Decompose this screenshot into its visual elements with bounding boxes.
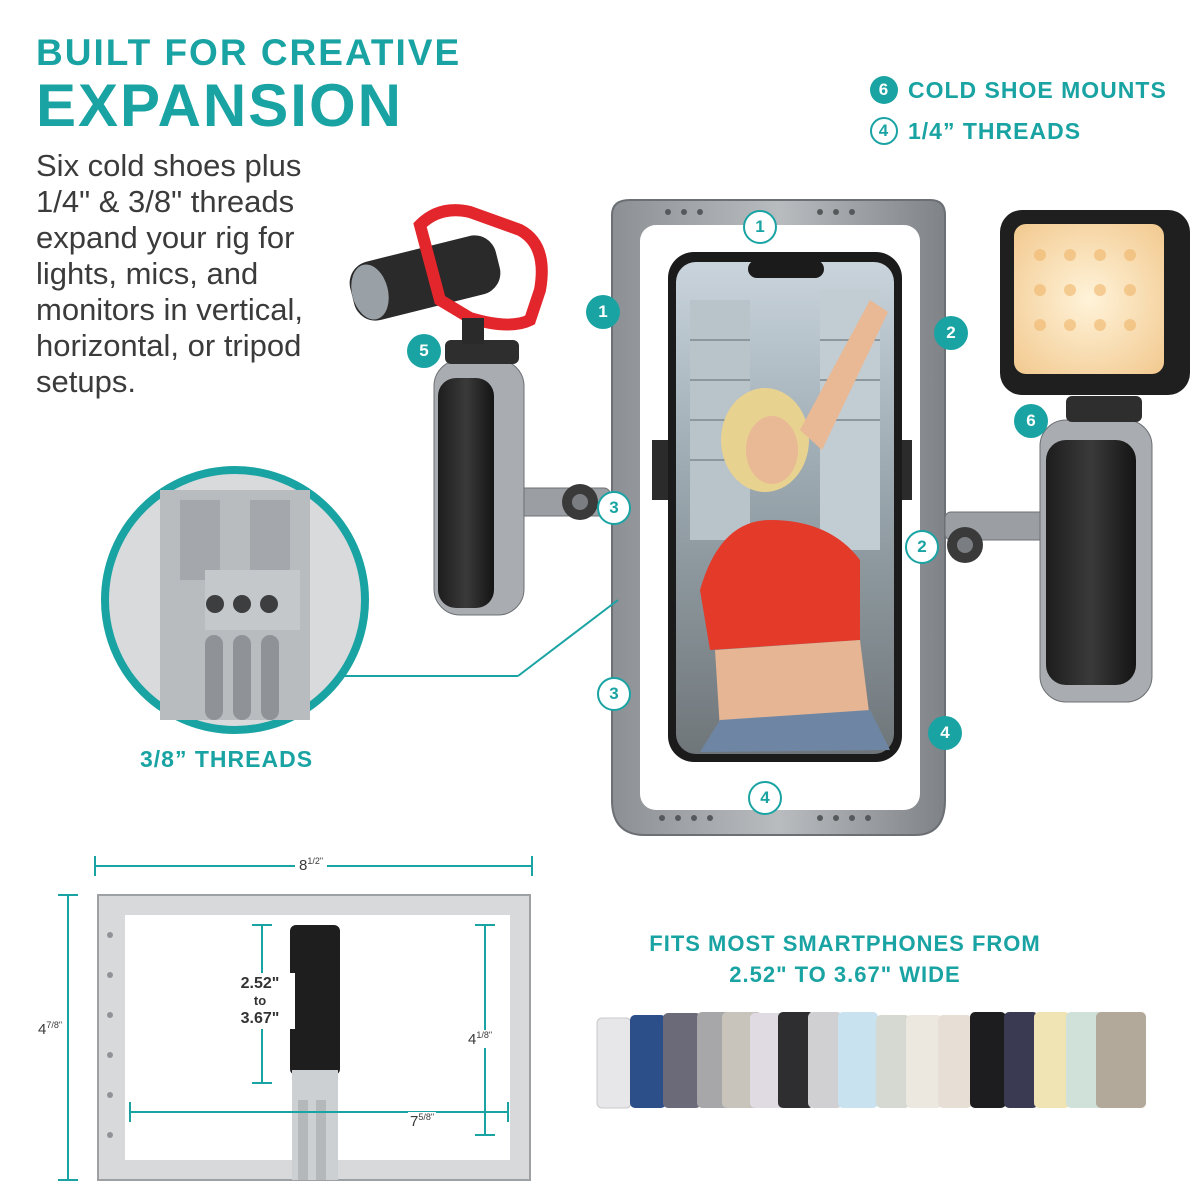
microphone: [349, 204, 548, 344]
callout-badge-bottom: 4: [748, 781, 782, 815]
legend-label: COLD SHOE MOUNTS: [908, 76, 1167, 103]
clamp-to: to: [253, 993, 267, 1008]
legend-number-icon: 6: [870, 76, 898, 104]
dim-value: 4: [468, 1031, 477, 1048]
dim-fraction: 1/8": [476, 1030, 493, 1040]
callout-badge-left-mid: 3: [597, 491, 631, 525]
legend-threads: 4 1/4” THREADS: [870, 117, 1081, 145]
clamp-min: 2.52": [240, 975, 280, 992]
zoom-label: 3/8” THREADS: [140, 746, 314, 772]
dim-value: 8: [299, 857, 308, 874]
clamp-range-label: 2.52" to 3.67": [225, 973, 295, 1029]
callout-badge-right-mid: 2: [905, 530, 939, 564]
width-main-label: 81/2": [295, 856, 328, 874]
callout-badge-left-top: 1: [586, 295, 620, 329]
fits-caption: FITS MOST SMARTPHONES FROM 2.52" TO 3.67…: [610, 928, 1080, 990]
callout-badge-light-shoe: 6: [1014, 404, 1048, 438]
description: Six cold shoes plus 1/4" & 3/8" threads …: [36, 148, 304, 399]
width-inner-label: 75/8": [408, 1112, 437, 1130]
led-light: [1000, 210, 1190, 395]
right-handle: [944, 396, 1153, 703]
legend-cold-shoe: 6 COLD SHOE MOUNTS: [870, 76, 1167, 104]
headline-line2: EXPANSION: [36, 72, 403, 139]
left-handle: [433, 340, 611, 616]
height-inner-label: 41/8": [466, 1030, 495, 1048]
dim-value: 4: [38, 1021, 47, 1038]
dim-fraction: 1/2": [307, 856, 324, 866]
callout-badge-mic-shoe: 5: [407, 334, 441, 368]
zoom-callout: [101, 466, 619, 734]
smartphone: [668, 252, 902, 762]
clamp-max: 3.67": [240, 1010, 280, 1027]
callout-badge-right-top: 2: [934, 316, 968, 350]
fits-line2: 2.52" TO 3.67" WIDE: [729, 962, 961, 987]
legend-label: 1/4” THREADS: [908, 117, 1082, 144]
callout-badge-right-bottom: 4: [928, 716, 962, 750]
fits-line1: FITS MOST SMARTPHONES FROM: [649, 931, 1041, 956]
dim-fraction: 5/8": [418, 1112, 435, 1122]
phone-lineup: [596, 1012, 1146, 1109]
headline-line1: BUILT FOR CREATIVE: [36, 32, 462, 73]
dim-value: 7: [410, 1113, 419, 1130]
legend-number-icon: 4: [870, 117, 898, 145]
dimension-diagram: [58, 856, 533, 1181]
callout-badge-left-bottom: 3: [597, 677, 631, 711]
height-outer-label: 47/8": [36, 1020, 65, 1038]
callout-badge-top: 1: [743, 210, 777, 244]
dim-fraction: 7/8": [46, 1020, 63, 1030]
